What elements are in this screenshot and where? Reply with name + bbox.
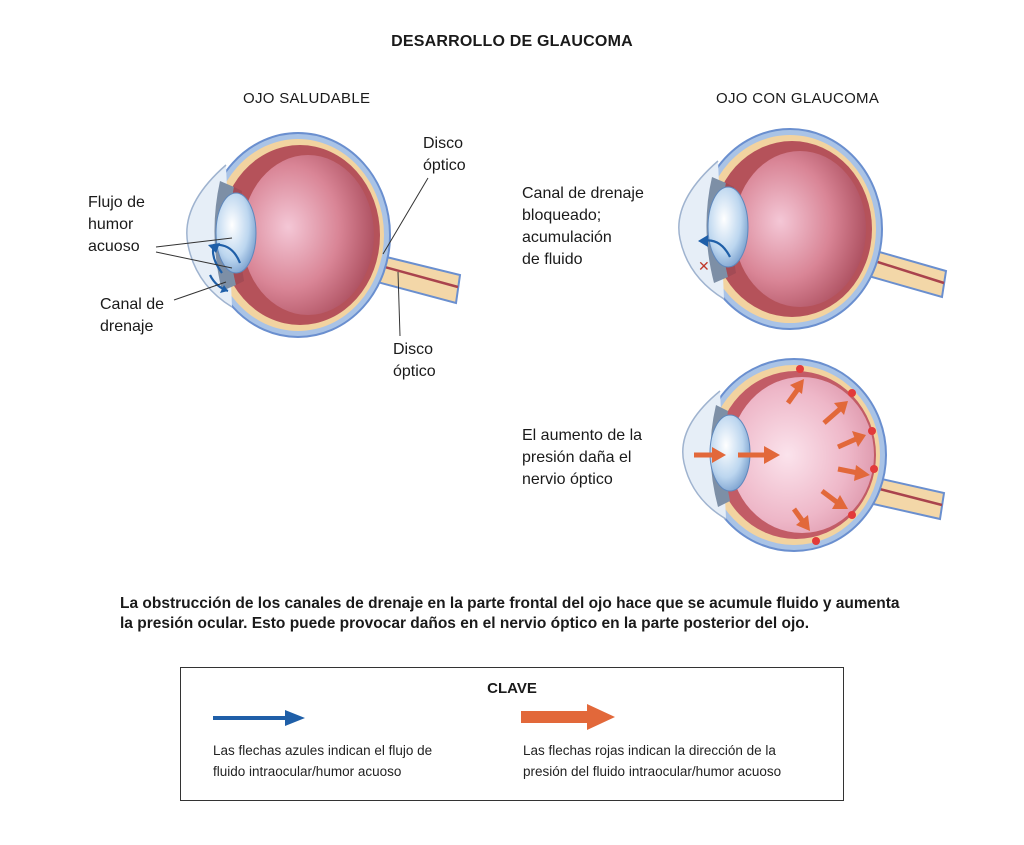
label-aqueous-flow-line2: humor <box>88 216 134 233</box>
label-drainage-line2: drenaje <box>100 318 154 335</box>
legend-red-text: Las flechas rojas indican la dirección d… <box>523 740 781 782</box>
blue-arrow-icon <box>213 710 305 726</box>
label-pressure-line3: nervio óptico <box>522 471 613 488</box>
legend-title: CLAVE <box>487 680 537 697</box>
label-pressure-damage: El aumento de la presión daña el nervio … <box>522 425 642 491</box>
label-optic-disc-top-line1: Disco <box>423 135 464 152</box>
legend-blue-line1: Las flechas azules indican el flujo de <box>213 743 433 758</box>
label-optic-disc-bottom: Disco óptico <box>393 339 436 383</box>
red-arrow-icon <box>521 704 615 730</box>
glaucoma-eye-blocked-illustration: ✕ <box>678 128 948 330</box>
label-blocked-line4: de fluido <box>522 251 583 268</box>
label-aqueous-flow-line3: acuoso <box>88 238 140 255</box>
label-optic-disc-bottom-line1: Disco <box>393 341 434 358</box>
label-optic-disc-top: Disco óptico <box>423 133 466 177</box>
label-drainage-line1: Canal de <box>100 296 165 313</box>
legend-blue-line2: fluido intraocular/humor acuoso <box>213 764 402 779</box>
label-aqueous-flow-line1: Flujo de <box>88 194 145 211</box>
label-blocked-drainage: Canal de drenaje bloqueado; acumulación … <box>522 183 644 271</box>
legend-red-line1: Las flechas rojas indican la dirección d… <box>523 743 776 758</box>
label-optic-disc-bottom-line2: óptico <box>393 363 436 380</box>
svg-text:✕: ✕ <box>698 259 710 275</box>
label-drainage-channel: Canal de drenaje <box>100 294 164 338</box>
label-optic-disc-top-line2: óptico <box>423 157 466 174</box>
label-blocked-line3: acumulación <box>522 229 612 246</box>
label-blocked-line2: bloqueado; <box>522 207 602 224</box>
glaucoma-eye-pressure-illustration <box>682 358 946 552</box>
glaucoma-eye-heading: OJO CON GLAUCOMA <box>716 90 880 107</box>
diagram-caption: La obstrucción de los canales de drenaje… <box>120 595 900 632</box>
label-blocked-line1: Canal de drenaje <box>522 185 644 202</box>
healthy-eye-illustration <box>186 132 462 338</box>
label-aqueous-flow: Flujo de humor acuoso <box>88 192 145 258</box>
legend-red-line2: presión del fluido intraocular/humor acu… <box>523 764 782 779</box>
legend-blue-text: Las flechas azules indican el flujo de f… <box>213 740 432 782</box>
legend-box: CLAVE Las flechas azules indican el fluj… <box>180 667 844 801</box>
label-pressure-line1: El aumento de la <box>522 427 643 444</box>
healthy-eye-heading: OJO SALUDABLE <box>243 90 371 107</box>
label-pressure-line2: presión daña el <box>522 449 632 466</box>
diagram-title: DESARROLLO DE GLAUCOMA <box>391 33 633 50</box>
